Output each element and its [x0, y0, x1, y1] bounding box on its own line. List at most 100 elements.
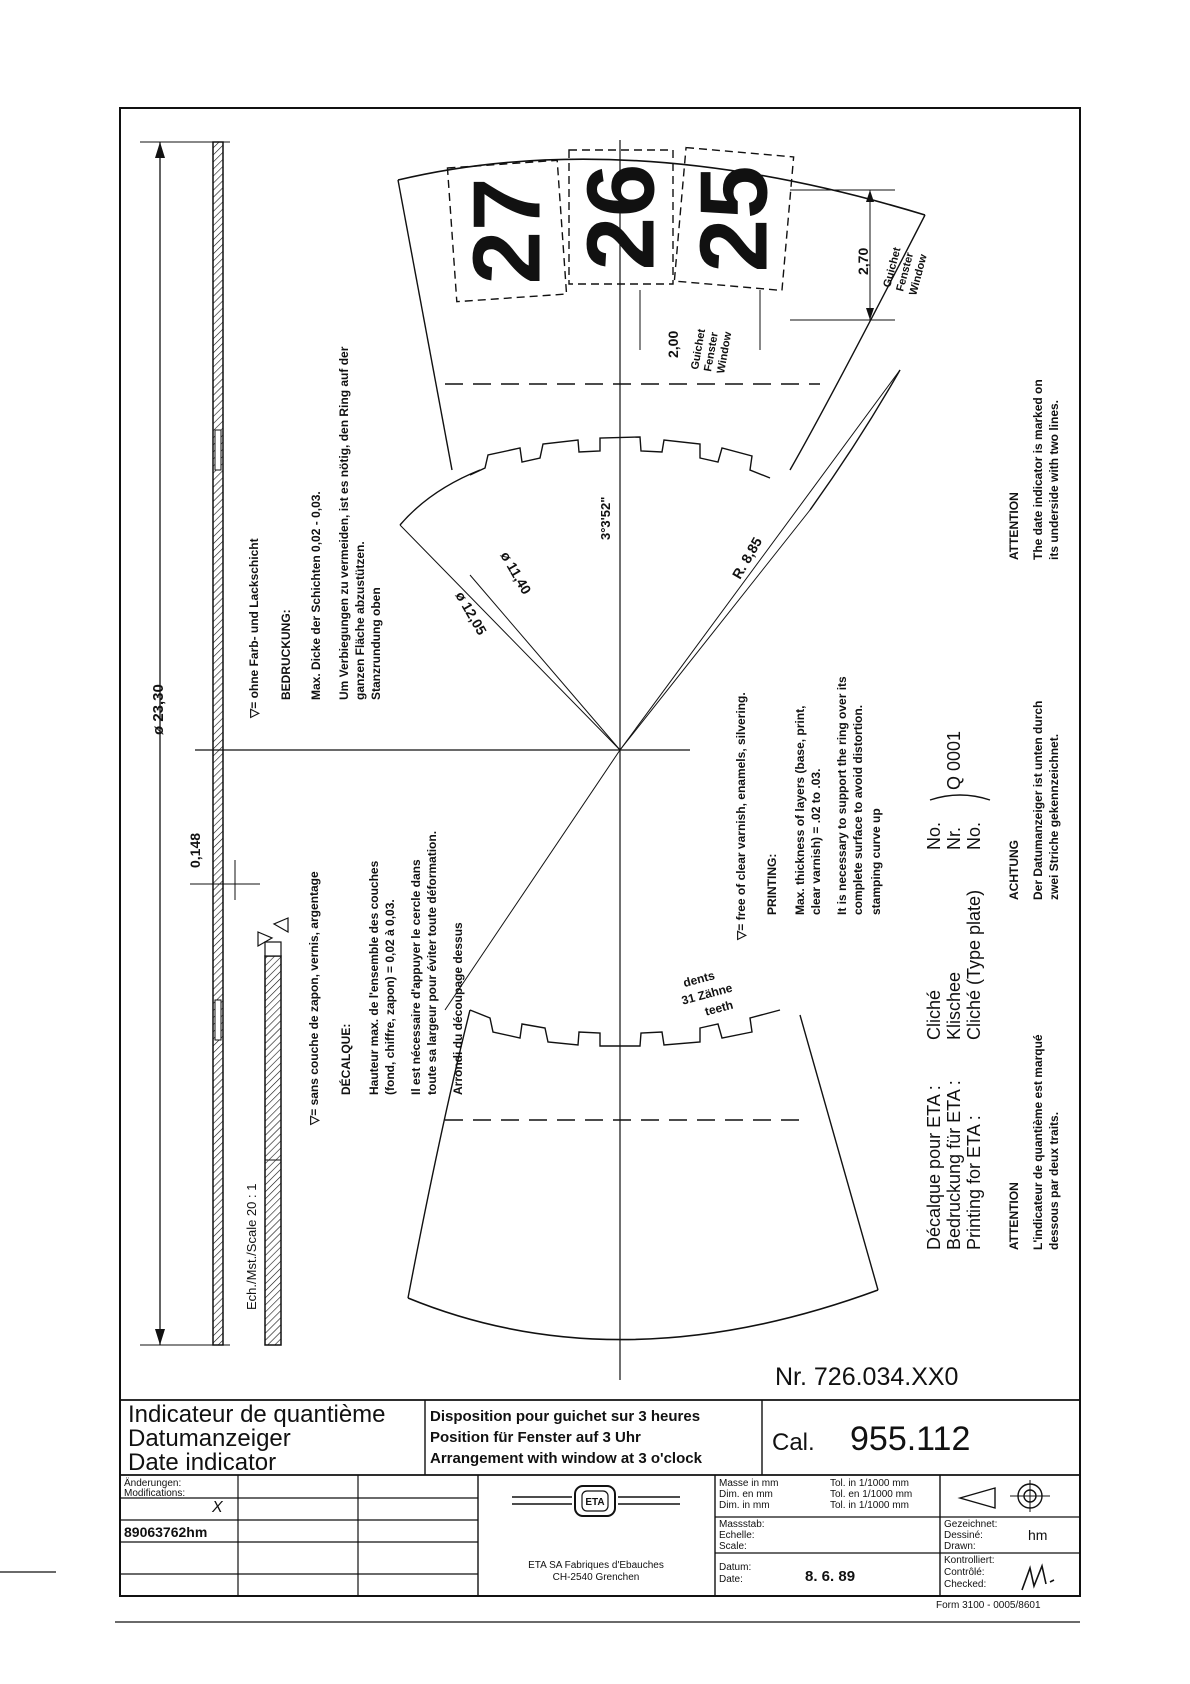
note-fr-line5: Arrondi du découpage dessus [451, 922, 465, 1095]
title-name-de: Datumanzeiger [128, 1425, 291, 1452]
drawing-number: Nr. 726.034.XX0 [775, 1363, 958, 1391]
cliche-row-2-label: Bedruckung für ETA : [944, 1080, 964, 1250]
cliche-row-2-type: Klischee [944, 972, 964, 1040]
title-desc-de: Position für Fenster auf 3 Uhr [430, 1429, 641, 1446]
cliche-row-3-type: Cliché (Type plate) [964, 890, 984, 1040]
modification-mark: X [211, 1499, 224, 1516]
form-number: Form 3100 - 0005/8601 [936, 1600, 1041, 1611]
attention-notes: ATTENTION L'indicateur de quantième est … [1007, 379, 1061, 1250]
drawn-label-3: Drawn: [944, 1541, 976, 1552]
title-desc-fr: Disposition pour guichet sur 3 heures [430, 1408, 700, 1425]
scale-label-3: Scale: [719, 1541, 747, 1552]
projection-symbol-icon [957, 1480, 1050, 1512]
note-fr-line3: Il est nécessaire d'appuyer le cercle da… [409, 859, 423, 1095]
dim-inner-diameter-2: ø 12,05 [452, 589, 490, 638]
note-fr-line4: toute sa largeur pour éviter toute défor… [425, 831, 439, 1095]
window-label-left: Guichet Fenster Window [689, 328, 734, 375]
notes-german: ▽= ohne Farb- und Lackschicht BEDRUCKUNG… [247, 346, 383, 719]
note-fr-line2: (fond, chiffre, zapon) = 0,02 à 0,03. [383, 899, 397, 1095]
note-de-legend: ▽= ohne Farb- und Lackschicht [247, 538, 261, 719]
cal-value: 955.112 [850, 1420, 970, 1458]
dim-window-height: 2,00 [665, 331, 681, 358]
masse-label-1: Masse in mm [719, 1478, 778, 1489]
dial-number-27: 27 [454, 178, 561, 285]
cliche-block: Décalque pour ETA : Bedruckung für ETA :… [924, 731, 991, 1250]
note-en-line3: It is necessary to support the ring over… [835, 676, 849, 915]
attention-fr-heading: ATTENTION [1007, 1182, 1021, 1250]
dial-number-25: 25 [681, 166, 788, 273]
note-de-line3: ganzen Fläche abzustützen. [353, 541, 367, 700]
attention-fr-line2: dessous par deux traits. [1047, 1112, 1061, 1250]
notes-french: ▽= sans couche de zapon, vernis, argenta… [307, 831, 465, 1126]
cliche-row-1-type: Cliché [924, 990, 944, 1040]
scale-label-1: Massstab: [719, 1519, 765, 1530]
scale-label-2: Echelle: [719, 1530, 755, 1541]
achtung-de-heading: ACHTUNG [1007, 840, 1021, 900]
dial-number-26: 26 [568, 164, 675, 271]
cal-label: Cal. [772, 1429, 815, 1456]
note-de-line2: Um Verbiegungen zu vermeiden, ist es nöt… [337, 346, 351, 700]
attention-en-line2: its underside with two lines. [1047, 400, 1061, 560]
window-label-right: Guichet Fenster Window [881, 246, 930, 297]
title-name-en: Date indicator [128, 1449, 276, 1476]
checked-label-3: Checked: [944, 1579, 986, 1590]
cliche-row-1-label: Décalque pour ETA : [924, 1085, 944, 1250]
drawn-label-2: Dessiné: [944, 1530, 983, 1541]
cliche-row-3-no: No. [964, 822, 984, 850]
window-27: 27 [446, 159, 568, 303]
company-name: ETA SA Fabriques d'Ebauches [528, 1560, 664, 1571]
dim-thickness: 0,148 [187, 833, 203, 868]
attention-en-heading: ATTENTION [1007, 492, 1021, 560]
masse-label-2: Dim. en mm [719, 1489, 773, 1500]
achtung-de-line1: Der Datumanzeiger ist unten durch [1031, 701, 1045, 900]
note-de-heading: BEDRUCKUNG: [279, 609, 293, 700]
dim-outer-diameter: ø 23,30 [150, 684, 167, 735]
title-name-fr: Indicateur de quantième [128, 1401, 386, 1428]
date-value: 8. 6. 89 [805, 1568, 855, 1585]
masse-label-3: Dim. in mm [719, 1500, 770, 1511]
modifications-label-1: Änderungen: [124, 1477, 181, 1489]
cliche-row-2-no: Nr. [944, 827, 964, 850]
dim-inner-diameter-1: ø 11,40 [497, 549, 534, 598]
note-en-line2: clear varnish) = .02 to .03. [809, 769, 823, 915]
dim-window-width: 2,70 [855, 248, 871, 275]
note-en-line5: stamping curve up [869, 808, 883, 915]
note-en-heading: PRINTING: [765, 854, 779, 915]
note-en-legend: ▽= free of clear varnish, enamels, silve… [734, 692, 748, 941]
teeth-label: dents 31 Zähne teeth [680, 968, 735, 1018]
tol-label-2: Tol. en 1/1000 mm [830, 1489, 912, 1500]
note-en-line4: complete surface to avoid distortion. [851, 705, 865, 915]
date-label-1: Datum: [719, 1562, 751, 1573]
achtung-de-line2: zwei Striche gekennzeichnet. [1047, 734, 1061, 900]
note-de-line4: Stanzrundung oben [369, 587, 383, 700]
note-fr-line1: Hauteur max. de l'ensemble des couches [367, 860, 381, 1095]
modifications-label-2: Modifications: [124, 1488, 185, 1499]
window-25: 25 [673, 146, 795, 292]
date-label-2: Date: [719, 1574, 743, 1585]
cliche-row-3-label: Printing for ETA : [964, 1115, 984, 1250]
eta-logo-text: ETA [585, 1497, 604, 1508]
attention-fr-line1: L'indicateur de quantième est marqué [1031, 1034, 1045, 1250]
eta-logo: ETA [512, 1485, 680, 1517]
note-fr-heading: DÉCALQUE: [338, 1024, 353, 1095]
checked-label-2: Contrôlé: [944, 1567, 985, 1578]
cliche-row-1-no: No. [924, 822, 944, 850]
checked-signature [1021, 1563, 1055, 1591]
dim-radius: R. 8,85 [729, 534, 766, 581]
note-en-line1: Max. thickness of layers (base, print, [793, 706, 807, 915]
company-city: CH-2540 Grenchen [553, 1572, 640, 1583]
cliche-number: Q 0001 [944, 731, 964, 790]
title-block: Indicateur de quantième Datumanzeiger Da… [120, 1400, 1080, 1611]
reference-code: 89063762hm [124, 1524, 207, 1540]
notes-english: ▽= free of clear varnish, enamels, silve… [734, 676, 883, 941]
drawing-area: 27 26 25 [140, 140, 926, 1380]
tol-label-1: Tol. in 1/1000 mm [830, 1478, 909, 1489]
drawing-frame [119, 107, 1081, 1597]
dim-scale: Ech./Mst./Scale 20 : 1 [244, 1184, 259, 1310]
note-fr-legend: ▽= sans couche de zapon, vernis, argenta… [307, 871, 321, 1126]
note-de-line1: Max. Dicke der Schichten 0,02 - 0,03. [309, 491, 323, 700]
tol-label-3: Tol. in 1/1000 mm [830, 1500, 909, 1511]
attention-en-line1: The date indicator is marked on [1031, 379, 1045, 560]
drawn-label-1: Gezeichnet: [944, 1519, 997, 1530]
